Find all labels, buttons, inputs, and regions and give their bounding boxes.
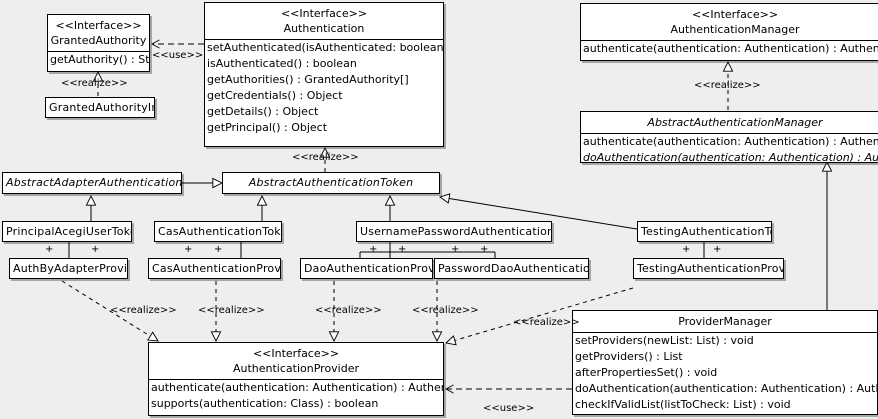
operations-compartment: authenticate(authentication: Authenticat…	[581, 134, 878, 166]
compartment-separator	[581, 133, 878, 134]
class-name: CasAuthenticationProvider	[152, 262, 280, 275]
class-name: AuthenticationManager	[670, 23, 800, 36]
operation: authenticate(authentication: Authenticat…	[583, 42, 878, 55]
compartment-separator	[581, 40, 878, 41]
class-abstract-authentication-token[interactable]: AbstractAuthenticationToken	[222, 172, 440, 194]
operation: getDetails() : Object	[207, 105, 319, 118]
class-granted-authority[interactable]: <<Interface>> GrantedAuthority getAuthor…	[47, 14, 150, 72]
edge-label-use-provider-manager: <<use>>	[483, 403, 535, 414]
class-name: UsernamePasswordAuthenticationToken	[360, 225, 551, 238]
class-name: PasswordDaoAuthenticationProvider	[438, 262, 588, 275]
edge-label-realize-provider-manager: <<realize>>	[513, 317, 580, 328]
association-marker-plus: +	[713, 244, 722, 255]
class-name: Authentication	[283, 22, 365, 35]
operation: getProviders() : List	[575, 350, 683, 363]
operations-compartment: getAuthority() : String	[48, 52, 149, 68]
class-abstract-authentication-manager[interactable]: AbstractAuthenticationManager authentica…	[580, 111, 878, 166]
compartment-separator	[205, 39, 443, 40]
class-name: DaoAuthenticationProvider	[304, 262, 432, 275]
class-dao-authentication-provider[interactable]: DaoAuthenticationProvider	[300, 258, 433, 279]
class-stereotype: <<Interface>>	[55, 19, 142, 32]
class-password-dao-authentication-provider[interactable]: PasswordDaoAuthenticationProvider	[434, 258, 589, 279]
class-cas-authentication-provider[interactable]: CasAuthenticationProvider	[148, 258, 281, 279]
class-name: CasAuthenticationToken	[158, 225, 281, 238]
operation: isAuthenticated() : boolean	[207, 57, 357, 70]
operation: authenticate(authentication: Authenticat…	[583, 135, 878, 148]
operation: authenticate(authentication: Authenticat…	[151, 381, 443, 394]
operation: doAuthentication(authentication: Authent…	[575, 382, 877, 395]
operation: supports(authentication: Class) : boolea…	[151, 397, 379, 410]
class-name: AbstractAdapterAuthenticationToken	[6, 176, 181, 189]
operation: doAuthentication(authentication: Authent…	[583, 151, 878, 164]
class-name: TestingAuthenticationToken	[641, 225, 771, 238]
class-testing-authentication-token[interactable]: TestingAuthenticationToken	[637, 221, 772, 242]
class-stereotype: <<Interface>>	[691, 8, 779, 21]
class-name: ProviderManager	[678, 315, 772, 328]
operations-compartment: authenticate(authentication: Authenticat…	[149, 380, 443, 412]
compartment-separator	[48, 51, 149, 52]
edge-label-use-granted-authority: <<use>>	[152, 50, 204, 61]
edge-label-realize-auth-by-adapter-provider: <<realize>>	[110, 305, 177, 316]
class-cas-authentication-token[interactable]: CasAuthenticationToken	[154, 221, 282, 242]
class-name: GrantedAuthority	[50, 34, 147, 47]
class-authentication-provider[interactable]: <<Interface>> AuthenticationProvider aut…	[148, 342, 444, 416]
association-marker-plus: +	[45, 244, 54, 255]
operations-compartment: setAuthenticated(isAuthenticated: boolea…	[205, 40, 443, 136]
association-marker-plus: +	[451, 244, 460, 255]
operations-compartment: setProviders(newList: List) : void getPr…	[573, 333, 877, 413]
class-stereotype: <<Interface>>	[252, 347, 340, 360]
edge-label-realize-abstract-authentication-token: <<realize>>	[292, 152, 359, 163]
operation: afterPropertiesSet() : void	[575, 366, 718, 379]
operation: setProviders(newList: List) : void	[575, 334, 754, 347]
class-username-password-authentication-token[interactable]: UsernamePasswordAuthenticationToken	[356, 221, 552, 242]
class-auth-by-adapter-provider[interactable]: AuthByAdapterProvider	[9, 258, 128, 279]
class-name: GrantedAuthorityImpl	[49, 101, 154, 114]
class-name: AbstractAuthenticationToken	[248, 176, 414, 189]
class-authentication[interactable]: <<Interface>> Authentication setAuthenti…	[204, 2, 444, 147]
class-granted-authority-impl[interactable]: GrantedAuthorityImpl	[45, 97, 155, 118]
association-marker-plus: +	[369, 244, 378, 255]
compartment-separator	[573, 332, 877, 333]
operation: getPrincipal() : Object	[207, 121, 328, 134]
class-name: PrincipalAcegiUserToken	[6, 225, 131, 238]
class-name: AuthenticationProvider	[232, 362, 360, 375]
class-stereotype: <<Interface>>	[280, 7, 368, 20]
operation: getAuthorities() : GrantedAuthority[]	[207, 73, 409, 86]
edge-label-realize-cas-provider: <<realize>>	[198, 305, 265, 316]
association-marker-plus: +	[91, 244, 100, 255]
operation: getAuthority() : String	[50, 53, 149, 66]
class-testing-authentication-provider[interactable]: TestingAuthenticationProvider	[633, 258, 784, 279]
class-name: TestingAuthenticationProvider	[637, 262, 783, 275]
class-name: AuthByAdapterProvider	[13, 262, 127, 275]
association-marker-plus: +	[184, 244, 193, 255]
operations-compartment: authenticate(authentication: Authenticat…	[581, 41, 878, 57]
operation: setAuthenticated(isAuthenticated: boolea…	[207, 41, 443, 54]
edge-label-realize-granted-authority-impl: <<realize>>	[61, 78, 128, 89]
edge-label-realize-dao-provider: <<realize>>	[315, 305, 382, 316]
class-abstract-adapter-authentication-token[interactable]: AbstractAdapterAuthenticationToken	[2, 172, 182, 194]
class-name: AbstractAuthenticationManager	[647, 116, 823, 129]
association-marker-plus: +	[214, 244, 223, 255]
operation: getCredentials() : Object	[207, 89, 343, 102]
class-authentication-manager[interactable]: <<Interface>> AuthenticationManager auth…	[580, 3, 878, 61]
operation: checkIfValidList(listToCheck: List) : vo…	[575, 398, 791, 411]
compartment-separator	[149, 379, 443, 380]
association-marker-plus: +	[398, 244, 407, 255]
association-marker-plus: +	[480, 244, 489, 255]
class-principal-acegi-user-token[interactable]: PrincipalAcegiUserToken	[2, 221, 132, 242]
association-marker-plus: +	[682, 244, 691, 255]
edge-label-realize-abstract-authentication-manager: <<realize>>	[694, 80, 761, 91]
edge-label-realize-password-dao-provider: <<realize>>	[412, 305, 479, 316]
class-provider-manager[interactable]: ProviderManager setProviders(newList: Li…	[572, 310, 878, 415]
